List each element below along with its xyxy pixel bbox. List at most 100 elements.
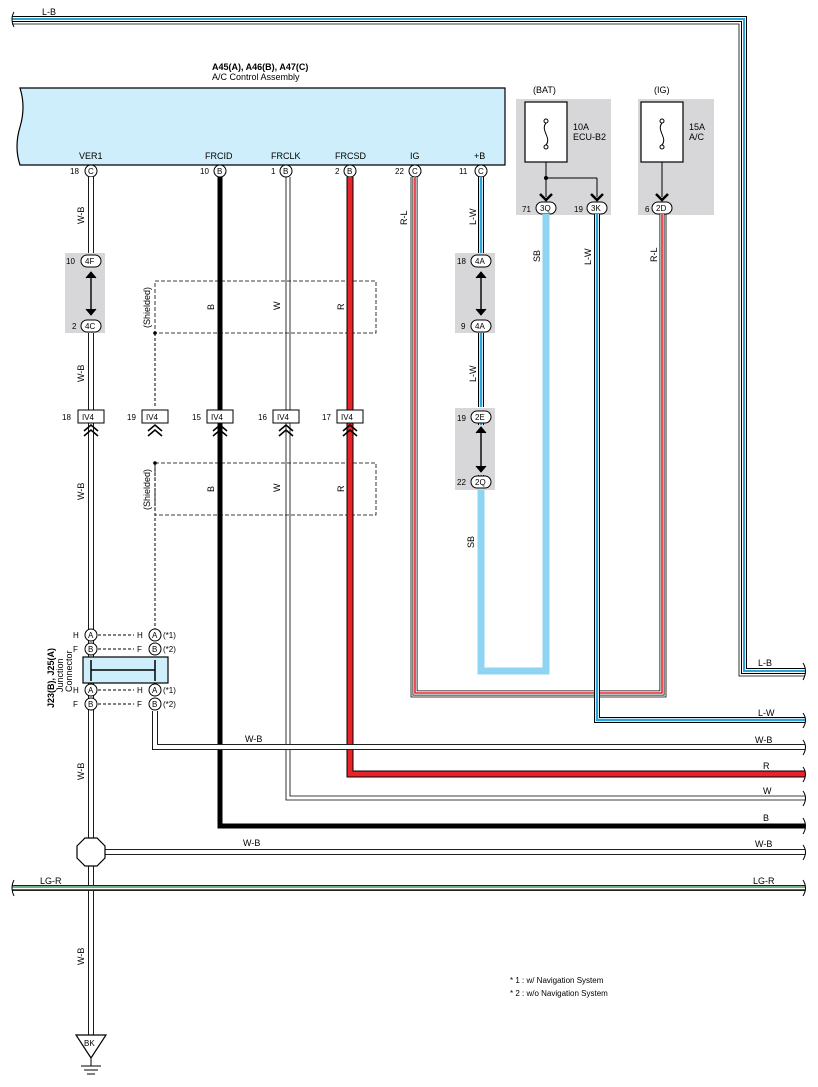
- wire-label-lgr-left: LG-R: [40, 876, 62, 886]
- pin-ver1-cav: C: [88, 167, 94, 176]
- pin-3q-num: 71: [522, 205, 531, 214]
- jc-row1-c1: A: [88, 631, 94, 640]
- junction-connector: J23(B), J25(A) Junction Connector H A H …: [46, 628, 176, 711]
- junction-name2: Connector: [64, 650, 74, 692]
- iv4-1-num: 18: [62, 413, 71, 422]
- jc-row2-r: F: [137, 645, 142, 654]
- wire-label-r-2: R: [336, 485, 346, 492]
- right-label-lw: L-W: [758, 708, 775, 718]
- assembly-ids: A45(A), A46(B), A47(C): [212, 62, 308, 72]
- fuse-bat: (BAT) 10A ECU-B2 71 3Q 19 3K: [516, 85, 611, 215]
- jc-row1-l: H: [73, 631, 79, 640]
- terminal-ig: IG: [410, 151, 420, 161]
- jc-row2-c2: B: [152, 645, 157, 654]
- shielded-label-2: (Shielded): [142, 469, 152, 510]
- shield-drain: [153, 331, 157, 630]
- fuse-ig-header: (IG): [654, 85, 670, 95]
- pin-ig-cav: C: [412, 167, 418, 176]
- wire-label-b-1: B: [206, 304, 216, 310]
- r-wire-frcsd: R R: [336, 177, 805, 778]
- iv4-2-num: 19: [127, 413, 136, 422]
- jc-row4-l: F: [73, 700, 78, 709]
- jc-row3-r: H: [137, 686, 143, 695]
- junction-name1: Junction: [55, 658, 65, 692]
- jc-row4-c1: B: [88, 700, 93, 709]
- jc-row3-l: H: [73, 686, 79, 695]
- wire-label-sb-2: SB: [532, 250, 542, 262]
- pin-ver1-num: 18: [70, 167, 79, 176]
- assembly-name: A/C Control Assembly: [212, 72, 300, 82]
- wb-wire-junction: W-B: [152, 711, 805, 750]
- iv4-connectors: 18 IV4 19 IV4 15 IV4 16 IV4 17 IV4: [62, 409, 364, 437]
- pin-frclk-cav: B: [283, 167, 288, 176]
- right-wire-ends: L-B L-W W-B R W B W-B LG-R: [753, 658, 806, 897]
- jc-row2-l: F: [73, 645, 78, 654]
- terminal-ver1: VER1: [79, 151, 103, 161]
- notes: * 1 : w/ Navigation System * 2 : w/o Nav…: [510, 976, 608, 998]
- wire-label-lw-2: L-W: [468, 365, 478, 382]
- pin-4a-bot-num: 9: [461, 322, 466, 331]
- pin-4c-cav: 4C: [85, 322, 95, 331]
- iv4-3-num: 15: [192, 413, 201, 422]
- wire-label-wb-3: W-B: [76, 483, 86, 500]
- right-label-w: W: [763, 786, 772, 796]
- wire-label-r-1: R: [336, 303, 346, 310]
- wire-label-w-2: W: [272, 483, 282, 492]
- wire-label-rl-left: R-L: [399, 210, 409, 225]
- right-label-wb-2: W-B: [755, 839, 772, 849]
- conn-2e: 19 2E 22 2Q: [455, 408, 495, 490]
- right-label-lgr: LG-R: [753, 876, 775, 886]
- wire-label-lb-top: L-B: [42, 7, 56, 17]
- pin-3k-num: 19: [574, 205, 583, 214]
- jc-row2-c1: B: [88, 645, 93, 654]
- wire-label-sb-1: SB: [466, 536, 476, 548]
- jc-row1-note: (*1): [163, 631, 176, 640]
- jc-row1-r: H: [137, 631, 143, 640]
- right-label-b: B: [763, 813, 769, 823]
- rl-wire: R-L R-L: [399, 177, 667, 698]
- iv4-2-cav: IV4: [146, 413, 159, 422]
- pin-2d-cav: 2D: [656, 204, 666, 213]
- pin-frcsd-cav: B: [347, 167, 352, 176]
- jc-row3-c2: A: [152, 686, 158, 695]
- pin-plusb-num: 11: [459, 167, 468, 176]
- pin-4f-num: 10: [66, 257, 75, 266]
- top-pins: 18 C 10 B 1 B 2 B 22 C 11 C: [70, 164, 488, 178]
- jc-row3-note: (*1): [163, 686, 176, 695]
- pin-3q-cav: 3Q: [540, 204, 551, 213]
- shielded-top: (Shielded): [142, 280, 377, 334]
- conn-4a: 18 4A 9 4A: [455, 253, 495, 333]
- iv4-3-cav: IV4: [211, 413, 224, 422]
- jc-row3-c1: A: [88, 686, 94, 695]
- lw-wire-3k: L-W: [583, 214, 805, 723]
- iv4-5-num: 17: [322, 413, 331, 422]
- jc-row4-note: (*2): [163, 700, 176, 709]
- right-label-lb: L-B: [758, 658, 772, 668]
- fuse-ig: (IG) 15A A/C 6 2D: [638, 85, 714, 215]
- fuse-bat-header: (BAT): [533, 85, 556, 95]
- lb-wire-top: L-B: [11, 7, 805, 677]
- pin-2d-num: 6: [645, 205, 650, 214]
- note-1: * 1 : w/ Navigation System: [510, 976, 604, 985]
- iv4-4-num: 16: [258, 413, 267, 422]
- wire-label-w-1: W: [272, 301, 282, 310]
- wire-label-lw-1: L-W: [468, 208, 478, 225]
- pin-plusb-cav: C: [478, 167, 484, 176]
- pin-3k-cav: 3K: [591, 204, 601, 213]
- pin-4a-bot-cav: 4A: [475, 322, 485, 331]
- wire-label-wb-4: W-B: [76, 763, 86, 780]
- fuse-ig-name: A/C: [689, 132, 705, 142]
- iv4-5-cav: IV4: [341, 413, 354, 422]
- wire-label-wb-1: W-B: [76, 207, 86, 224]
- fuse-ig-rating: 15A: [689, 122, 705, 132]
- ac-control-assembly: A45(A), A46(B), A47(C) A/C Control Assem…: [16, 62, 506, 166]
- junction-ids: J23(B), J25(A): [46, 648, 56, 708]
- pin-4f-cav: 4F: [85, 257, 94, 266]
- pin-ig-num: 22: [395, 167, 404, 176]
- right-label-r: R: [763, 761, 770, 771]
- pin-frcid-cav: B: [217, 167, 222, 176]
- pin-2q-cav: 2Q: [475, 478, 486, 487]
- jc-row4-r: F: [137, 700, 142, 709]
- b-wire-frcid: B B: [206, 177, 805, 829]
